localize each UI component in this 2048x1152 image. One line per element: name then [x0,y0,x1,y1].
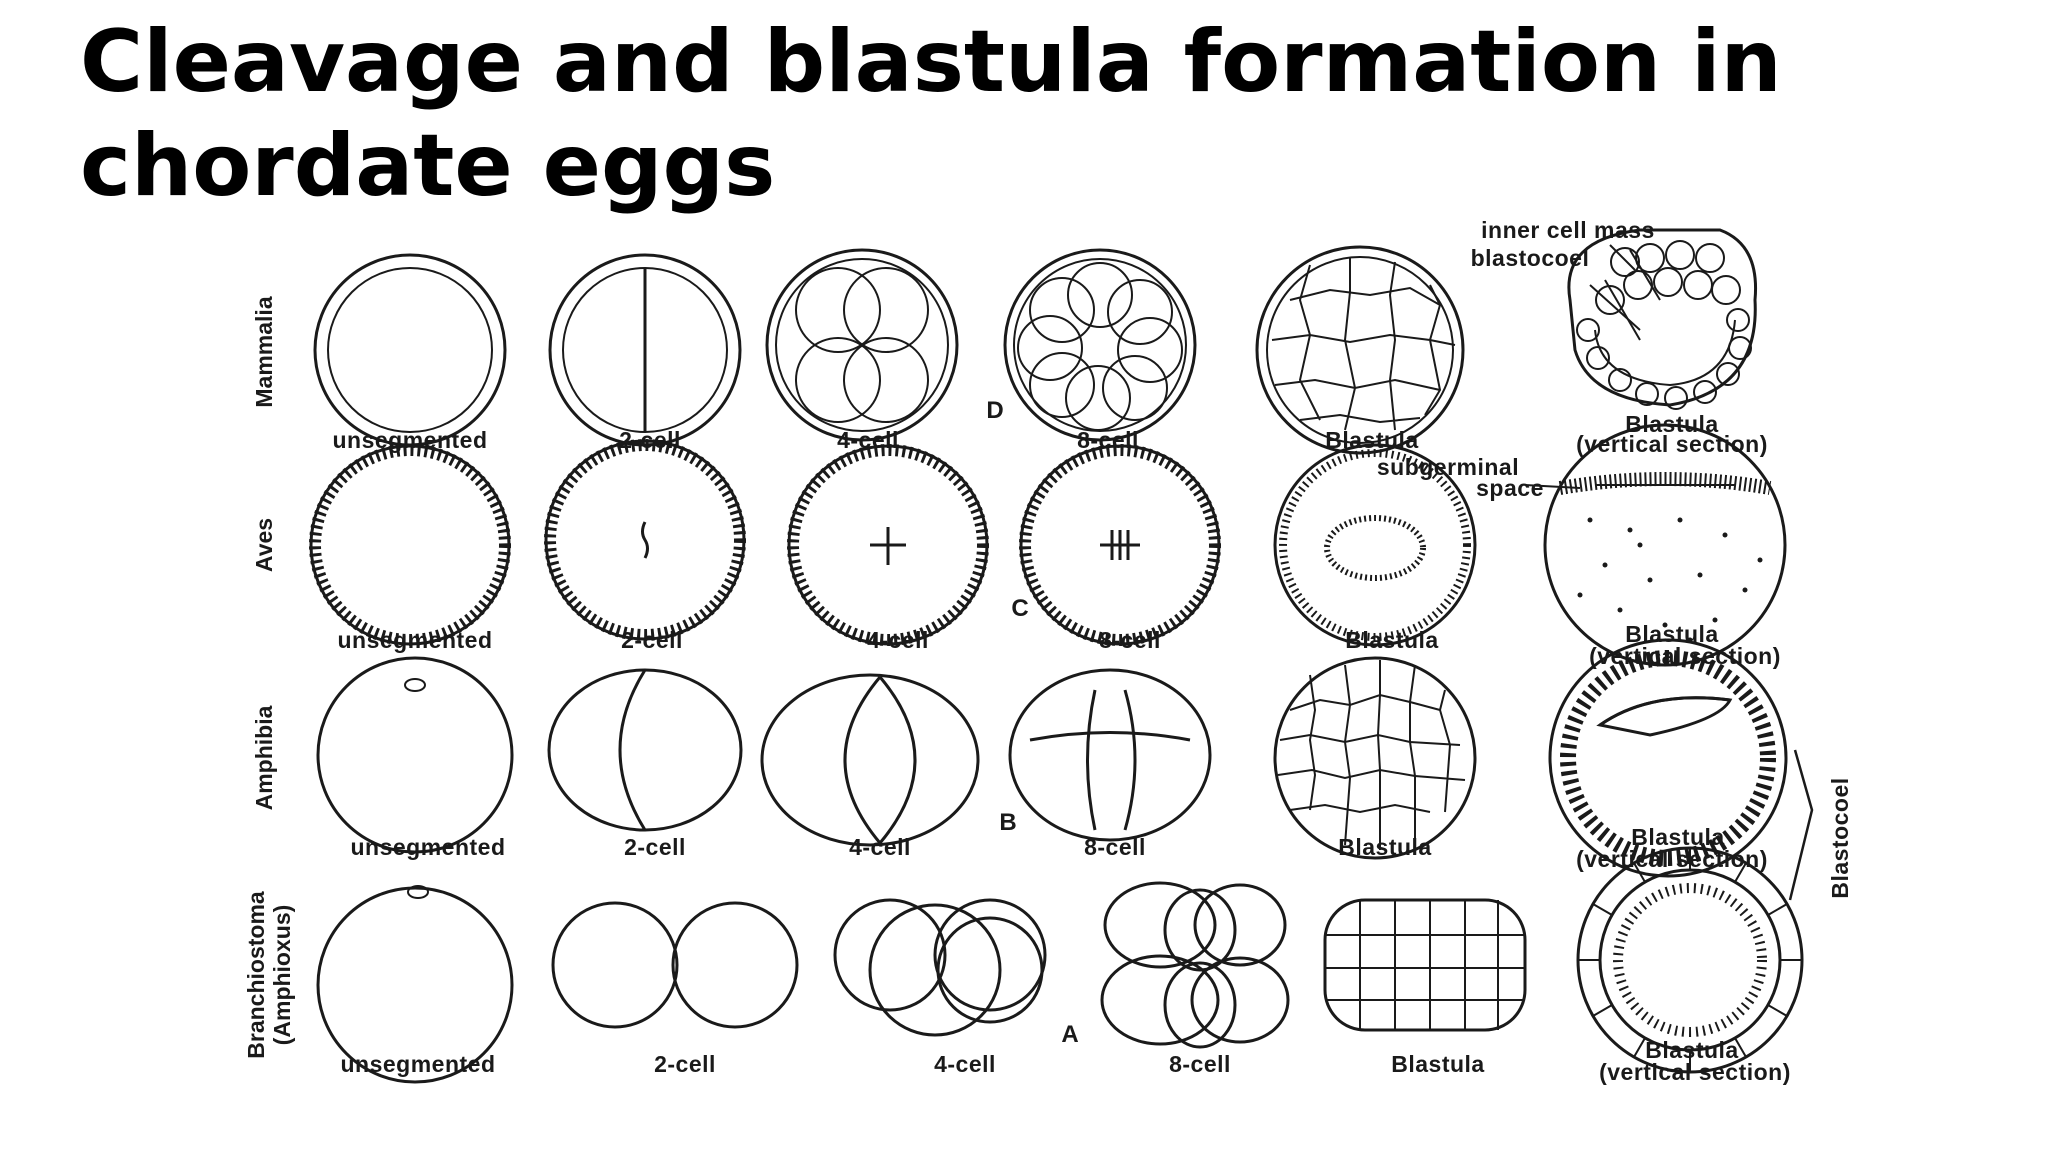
aves-unsegmented [311,446,509,644]
stage-label-a-4-cell: 4-cell [934,1051,996,1077]
stage-label-d-unsegmented: unsegmented [332,427,487,453]
mammalia-unsegmented [315,255,505,445]
mammalia-8-cell [1005,250,1195,440]
row-label-aves: Aves [251,518,277,572]
panel-letter-b: B [999,809,1016,836]
aves-8-cell [1021,446,1219,644]
annotation-subgerminal-space: space [1476,475,1544,501]
section-label-c-line2: (vertical section) [1589,643,1781,669]
panel-letter-a: A [1061,1021,1078,1048]
section-label-a-line2: (vertical section) [1599,1059,1791,1085]
stage-label-c-4-cell: 4-cell [867,627,929,653]
stage-label-a-unsegmented: unsegmented [340,1051,495,1077]
branchiostoma-8-cell [1102,883,1288,1047]
section-label-b-line2: (vertical section) [1576,846,1768,872]
amphibia-4-cell [762,675,978,845]
stage-label-a-8-cell: 8-cell [1169,1051,1231,1077]
branchiostoma-2-cell [553,903,797,1027]
row-label-mammalia: Mammalia [251,296,277,407]
mammalia-blastula-section [1569,230,1756,409]
branchiostoma-blastula [1325,900,1525,1030]
stage-label-a-blastula: Blastula [1391,1051,1484,1077]
row-label-amphibia: Amphibia [251,705,277,810]
annotation-blastocoel-side: Blastocoel [1827,777,1853,898]
stage-label-d-8-cell: 8-cell [1077,427,1139,453]
blastocoel-bracket [1790,750,1812,900]
stage-label-d-4-cell: 4-cell [837,427,899,453]
amphibia-2-cell [549,670,741,830]
stage-label-b-blastula: Blastula [1338,834,1431,860]
stage-label-c-8-cell: 8-cell [1099,627,1161,653]
stage-label-c-unsegmented: unsegmented [337,627,492,653]
stage-label-b-2-cell: 2-cell [624,834,686,860]
aves-4-cell [789,446,987,644]
aves-2-cell [546,441,744,639]
row-label-branchiostoma: Branchiostoma [243,891,269,1059]
section-label-d-line2: (vertical section) [1576,431,1768,457]
amphibia-blastula [1275,658,1475,858]
mammalia-4-cell [767,250,957,440]
stage-label-c-blastula: Blastula [1345,627,1438,653]
amphibia-unsegmented [318,658,512,852]
row-label-amphioxus: (Amphioxus) [269,905,295,1046]
stage-label-a-2-cell: 2-cell [654,1051,716,1077]
stage-label-b-8-cell: 8-cell [1084,834,1146,860]
mammalia-blastula [1257,247,1463,453]
mammalia-2-cell [550,255,740,445]
stage-label-b-4-cell: 4-cell [849,834,911,860]
stage-label-d-2-cell: 2-cell [619,427,681,453]
annotation-blastocoel: blastocoel [1471,245,1590,271]
stage-label-c-2-cell: 2-cell [621,627,683,653]
annotation-inner-cell-mass: inner cell mass [1481,217,1655,243]
stage-label-b-unsegmented: unsegmented [350,834,505,860]
panel-letter-c: C [1011,595,1028,622]
panel-letter-d: D [986,397,1003,424]
branchiostoma-4-cell [835,900,1045,1035]
stage-label-d-blastula: Blastula [1325,427,1418,453]
amphibia-8-cell [1010,670,1210,840]
